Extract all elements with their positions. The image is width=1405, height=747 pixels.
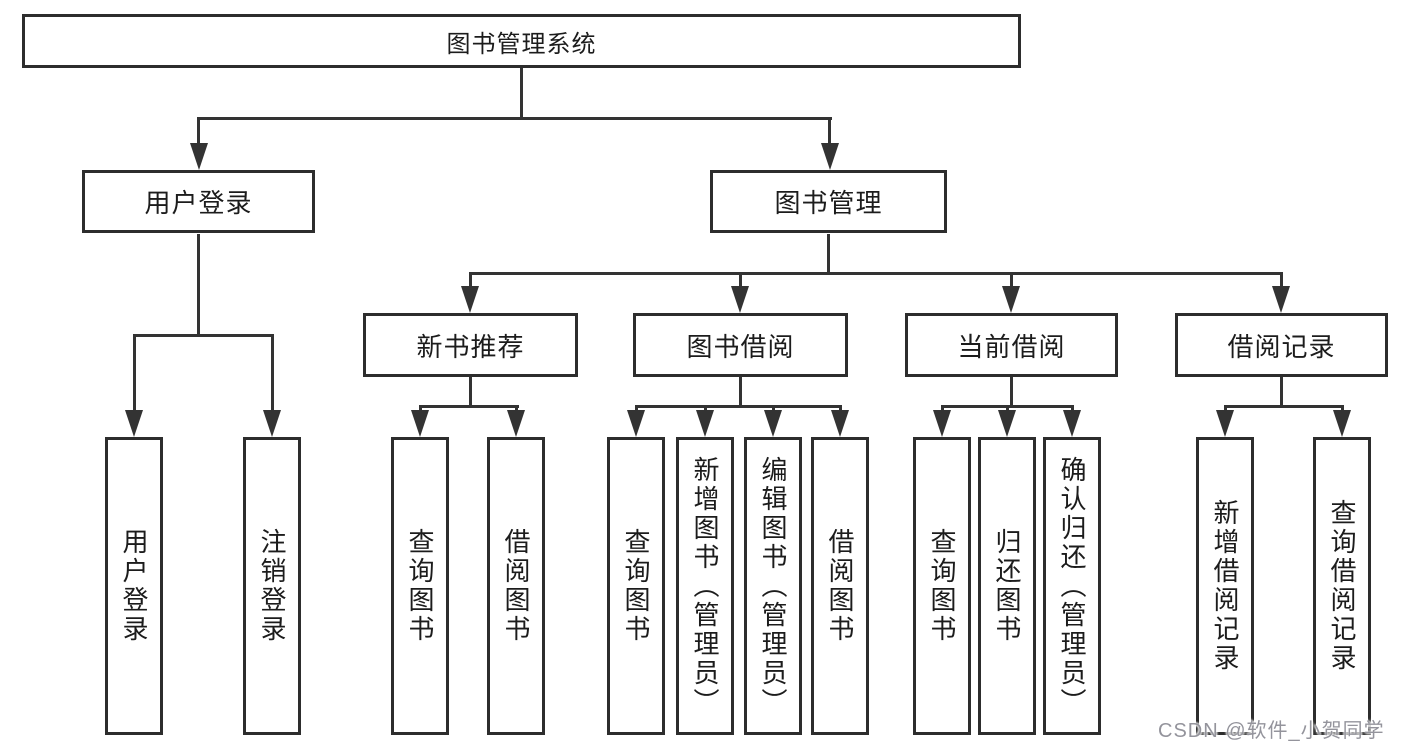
arrow-down-icon (461, 286, 479, 313)
node-label: 借阅图书 (825, 528, 855, 644)
node-new-book-recommend: 新书推荐 (363, 313, 578, 377)
leaf-return-book: 归还图书 (978, 437, 1036, 735)
connector-line (1010, 377, 1013, 408)
node-book-borrow: 图书借阅 (633, 313, 848, 377)
leaf-add-book-admin: 新增图书（管理员） (676, 437, 734, 735)
connector-line (739, 272, 742, 295)
leaf-confirm-return-admin: 确认归还（管理员） (1043, 437, 1101, 735)
leaf-query-books-current: 查询图书 (913, 437, 971, 735)
leaf-query-books-recommend: 查询图书 (391, 437, 449, 735)
arrow-down-icon (731, 286, 749, 313)
connector-line (419, 405, 519, 408)
connector-line (635, 405, 842, 408)
node-label: 新书推荐 (416, 331, 525, 362)
node-current-borrow: 当前借阅 (905, 313, 1118, 377)
leaf-borrow-books-recommend: 借阅图书 (487, 437, 545, 735)
connector-line (469, 272, 1283, 275)
connector-line (197, 117, 200, 150)
arrow-down-icon (764, 410, 782, 437)
arrow-down-icon (411, 410, 429, 437)
node-label: 查询图书 (927, 528, 957, 644)
node-label: 查询图书 (405, 528, 435, 644)
arrow-down-icon (263, 410, 281, 437)
node-label: 归还图书 (992, 528, 1022, 644)
node-label: 确认归还（管理员） (1057, 455, 1087, 717)
connector-line (133, 334, 136, 420)
arrow-down-icon (1272, 286, 1290, 313)
node-label: 查询借阅记录 (1327, 499, 1357, 673)
leaf-query-books-borrow: 查询图书 (607, 437, 665, 735)
connector-line (133, 334, 274, 337)
node-label: 编辑图书（管理员） (758, 455, 788, 717)
node-borrow-records: 借阅记录 (1175, 313, 1388, 377)
node-label: 图书借阅 (686, 331, 795, 362)
arrow-down-icon (831, 410, 849, 437)
arrow-down-icon (1063, 410, 1081, 437)
connector-line (520, 68, 523, 120)
leaf-edit-book-admin: 编辑图书（管理员） (744, 437, 802, 735)
node-label: 用户登录 (144, 188, 253, 218)
connector-line (1280, 272, 1283, 295)
csdn-watermark: CSDN @软件_小贺同学 (1158, 720, 1385, 742)
arrow-down-icon (627, 410, 645, 437)
node-root: 图书管理系统 (22, 14, 1021, 68)
node-label: 新增借阅记录 (1210, 499, 1240, 673)
connector-line (1280, 377, 1283, 408)
node-label: 图书管理系统 (446, 30, 597, 58)
leaf-user-login: 用户登录 (105, 437, 163, 735)
leaf-borrow-books: 借阅图书 (811, 437, 869, 735)
node-label: 当前借阅 (957, 331, 1066, 362)
arrow-down-icon (507, 410, 525, 437)
leaf-logout: 注销登录 (243, 437, 301, 735)
arrow-down-icon (821, 143, 839, 170)
connector-line (828, 117, 831, 150)
connector-line (739, 377, 742, 408)
node-user-login: 用户登录 (82, 170, 315, 233)
arrow-down-icon (696, 410, 714, 437)
connector-line (1224, 405, 1344, 408)
node-label: 借阅图书 (501, 528, 531, 644)
node-label: 查询图书 (621, 528, 651, 644)
leaf-query-borrow-record: 查询借阅记录 (1313, 437, 1371, 735)
arrow-down-icon (1216, 410, 1234, 437)
leaf-add-borrow-record: 新增借阅记录 (1196, 437, 1254, 735)
arrow-down-icon (1002, 286, 1020, 313)
node-label: 注销登录 (257, 528, 287, 644)
arrow-down-icon (933, 410, 951, 437)
connector-line (469, 272, 472, 295)
arrow-down-icon (998, 410, 1016, 437)
node-book-management: 图书管理 (710, 170, 947, 233)
connector-line (1010, 272, 1013, 295)
connector-line (827, 234, 830, 275)
arrow-down-icon (1333, 410, 1351, 437)
arrow-down-icon (125, 410, 143, 437)
connector-line (198, 117, 832, 120)
node-label: 借阅记录 (1227, 331, 1336, 362)
node-label: 图书管理 (774, 188, 883, 218)
node-label: 用户登录 (119, 528, 149, 644)
node-label: 新增图书（管理员） (690, 455, 720, 717)
connector-line (197, 234, 200, 336)
connector-line (469, 377, 472, 408)
connector-line (271, 334, 274, 420)
arrow-down-icon (190, 143, 208, 170)
